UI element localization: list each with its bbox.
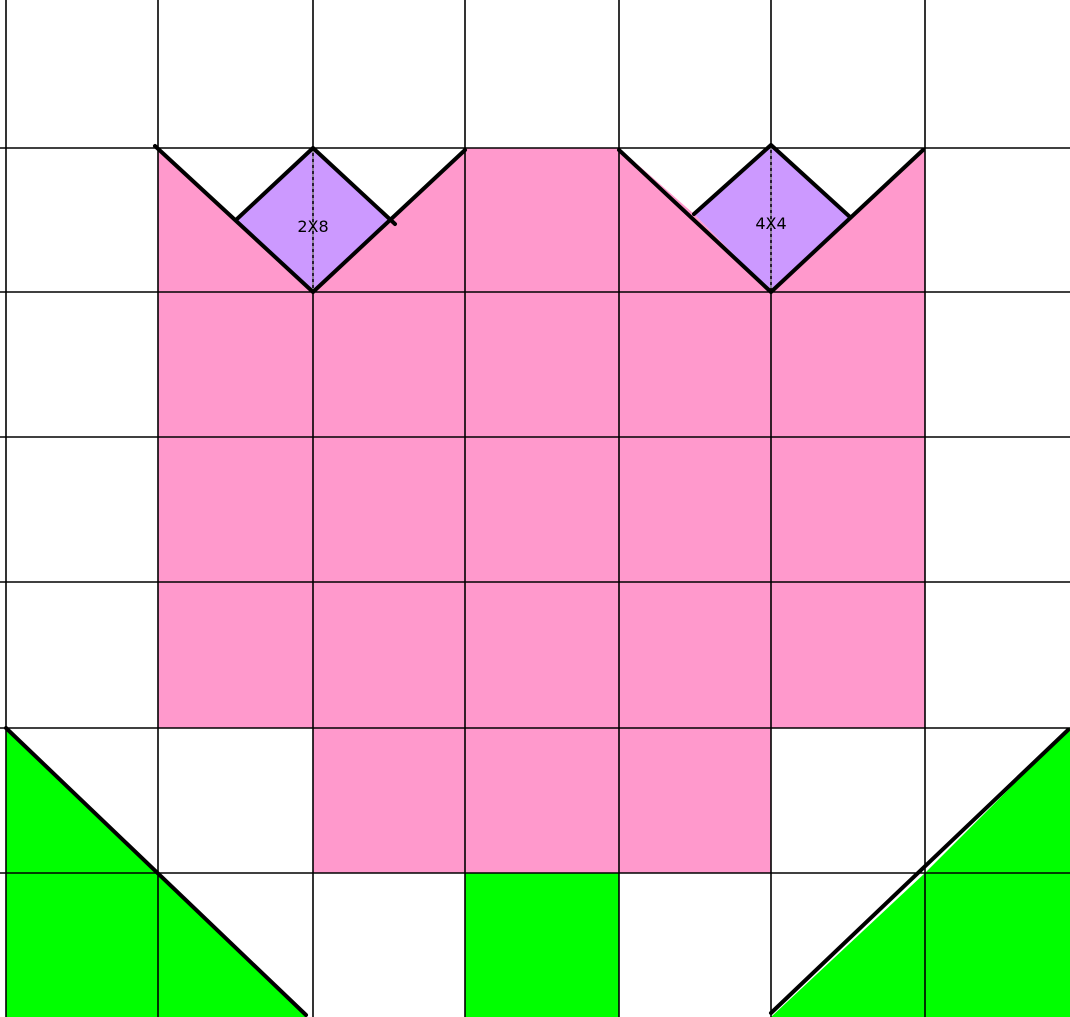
green-stem	[465, 873, 619, 1017]
diamond-right-label: 4X4	[755, 214, 786, 233]
pink-center-top-block	[465, 148, 619, 292]
pink-bottom-block	[313, 728, 771, 873]
pink-main-block	[158, 292, 925, 728]
diamond-left-label: 2X8	[297, 217, 328, 236]
